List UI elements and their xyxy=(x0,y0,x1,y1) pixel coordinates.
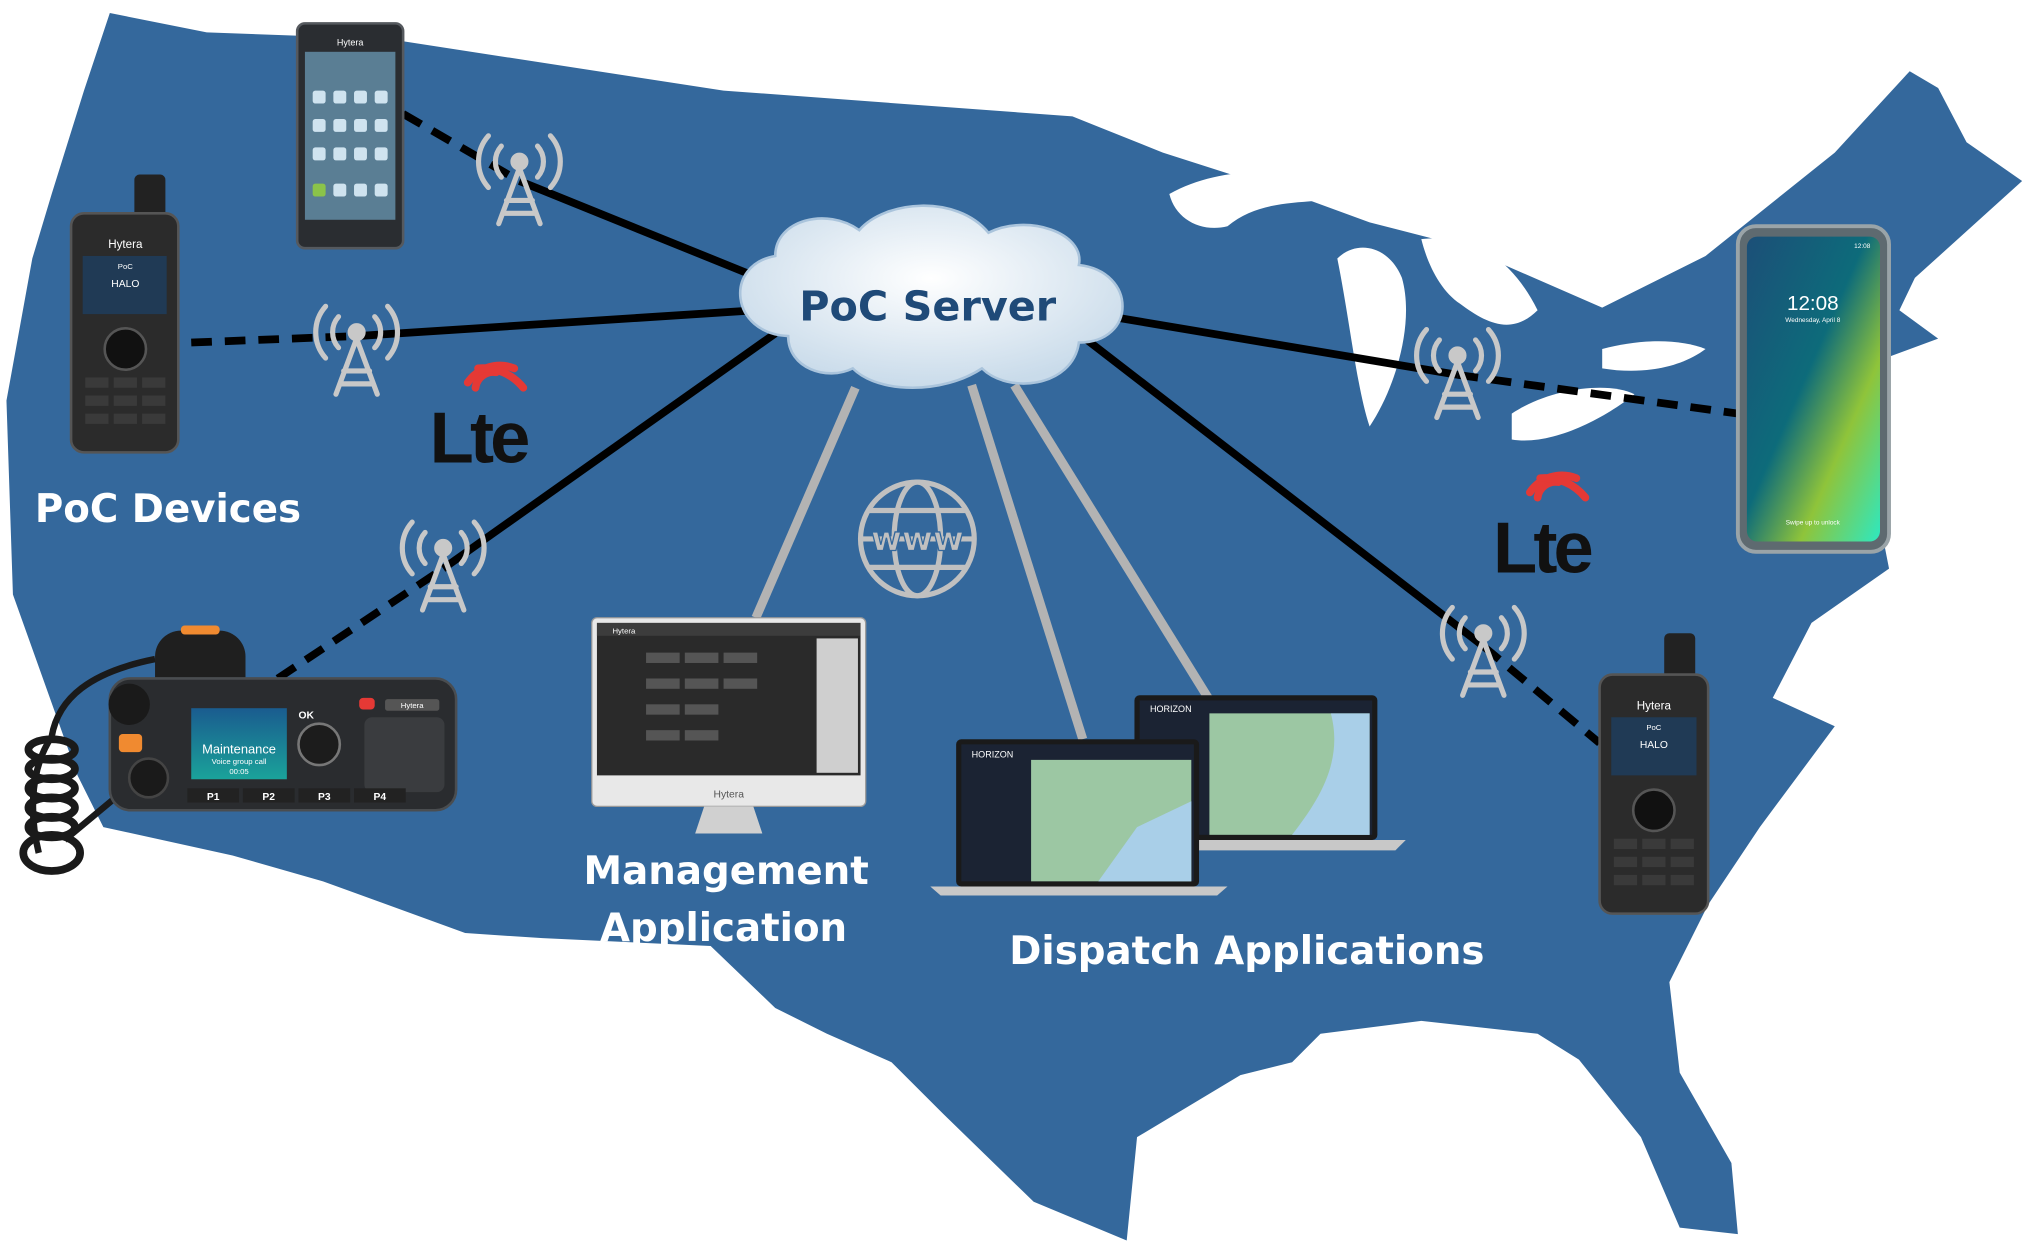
svg-text:Hytera: Hytera xyxy=(108,238,143,251)
cell-tower-icon xyxy=(1439,604,1527,698)
dispatch-laptop-front: HORIZON xyxy=(930,739,1228,896)
svg-text:P1: P1 xyxy=(207,792,220,803)
svg-text:P2: P2 xyxy=(262,792,275,803)
link-right-handheld-dashed xyxy=(1480,643,1603,747)
svg-text:PoC: PoC xyxy=(118,262,133,271)
svg-text:OK: OK xyxy=(298,711,314,722)
svg-text:Maintenance: Maintenance xyxy=(202,741,276,756)
svg-text:Lte: Lte xyxy=(1493,509,1592,589)
poc-devices-label: PoC Devices xyxy=(35,487,301,532)
svg-text:00:05: 00:05 xyxy=(229,767,248,776)
poc-server-label: PoC Server xyxy=(799,283,1057,331)
right-smartphone-device: 12:08 12:08 Wednesday, April 8 Swipe up … xyxy=(1735,224,1891,554)
management-monitor: Hytera Hytera xyxy=(591,617,867,834)
link-phone-solid xyxy=(1110,312,1459,379)
management-app-label-line2: Application xyxy=(600,906,847,951)
poc-server-cloud: PoC Server xyxy=(739,204,1124,389)
svg-text:P3: P3 xyxy=(318,792,331,803)
cloud-icon xyxy=(739,204,1124,389)
link-right-handheld-solid xyxy=(1082,335,1486,650)
svg-text:PoC: PoC xyxy=(1646,723,1661,732)
lte-logo-left: Lte xyxy=(430,361,532,479)
management-app-label-line1: Management xyxy=(584,849,869,894)
www-label: www xyxy=(871,520,964,559)
svg-text:12:08: 12:08 xyxy=(1854,243,1871,250)
svg-text:12:08: 12:08 xyxy=(1787,292,1839,315)
svg-text:Hytera: Hytera xyxy=(337,37,365,47)
link-handheld-solid xyxy=(356,306,757,340)
lte-logo-right: Lte xyxy=(1493,471,1595,589)
left-handheld-radio: Hytera PoC HALO xyxy=(69,174,180,454)
svg-text:Lte: Lte xyxy=(430,399,529,479)
link-phone-dashed xyxy=(1456,370,1739,418)
link-handheld-dashed xyxy=(191,332,357,347)
signal-wave-icon xyxy=(1525,471,1590,502)
svg-text:HALO: HALO xyxy=(111,279,139,290)
svg-text:Hytera: Hytera xyxy=(1637,699,1672,712)
link-dispatch-2 xyxy=(1010,382,1212,701)
svg-text:Hytera: Hytera xyxy=(714,789,745,800)
link-radio-solid xyxy=(440,330,778,572)
cell-tower-icon xyxy=(476,133,563,227)
svg-text:P4: P4 xyxy=(374,792,387,803)
svg-text:HORIZON: HORIZON xyxy=(1150,704,1192,714)
svg-text:HORIZON: HORIZON xyxy=(972,749,1014,759)
svg-text:HALO: HALO xyxy=(1640,740,1668,751)
svg-text:Hytera: Hytera xyxy=(401,701,425,710)
signal-wave-icon xyxy=(463,361,528,392)
cell-tower-icon xyxy=(399,519,487,613)
globe-icon xyxy=(857,479,977,599)
cell-tower-icons xyxy=(313,133,1527,698)
svg-text:Swipe up to unlock: Swipe up to unlock xyxy=(1786,520,1841,527)
ip-links xyxy=(751,382,1212,741)
svg-text:Wednesday, April 8: Wednesday, April 8 xyxy=(1785,317,1840,324)
top-smartphone-device: Hytera xyxy=(295,22,405,250)
right-handheld-radio: Hytera PoC HALO xyxy=(1598,633,1710,915)
mobile-radio-device: Maintenance Voice group call 00:05 OK Hy… xyxy=(19,625,458,875)
great-lakes xyxy=(1169,172,1706,441)
cell-tower-icon xyxy=(1414,327,1501,421)
link-top-phone-solid xyxy=(517,177,751,278)
wireless-links xyxy=(191,110,1739,747)
link-dispatch-1 xyxy=(967,383,1088,741)
link-management xyxy=(751,385,860,620)
svg-text:Hytera: Hytera xyxy=(612,626,636,635)
link-top-phone-dashed xyxy=(401,110,522,185)
dispatch-apps-label: Dispatch Applications xyxy=(1009,929,1484,974)
cell-tower-icon xyxy=(313,303,400,397)
svg-text:Voice group call: Voice group call xyxy=(212,757,267,766)
